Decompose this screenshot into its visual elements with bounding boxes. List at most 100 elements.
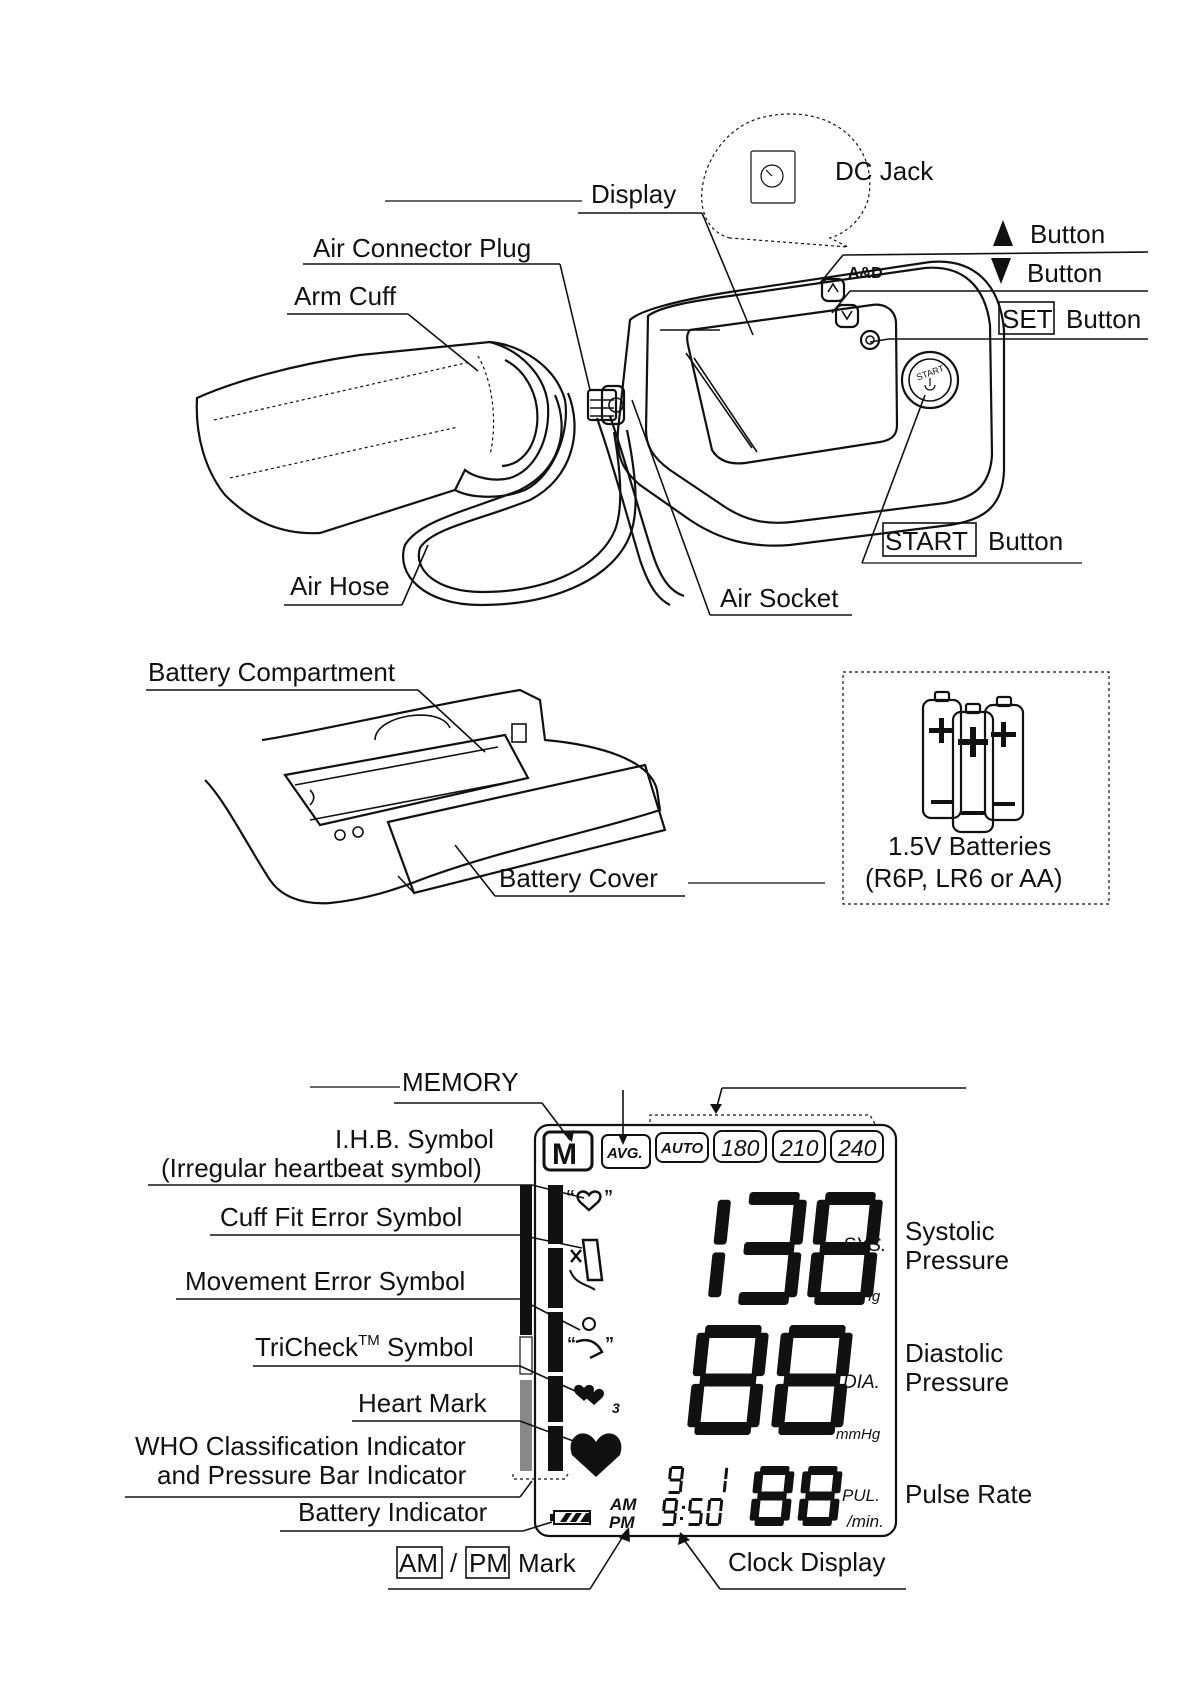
who-label-2: and Pressure Bar Indicator	[157, 1460, 467, 1490]
digit-0	[705, 1498, 724, 1526]
segment-c	[678, 1480, 683, 1493]
heart-mark-label: Heart Mark	[358, 1388, 488, 1418]
segment-b	[783, 1471, 795, 1494]
segment-g	[757, 1491, 787, 1501]
digit-8	[807, 1192, 883, 1305]
segment-b	[865, 1199, 883, 1245]
segment-e	[687, 1383, 705, 1428]
batteries-line2: (R6P, LR6 or AA)	[865, 863, 1063, 893]
air-connector-plug	[586, 384, 626, 426]
movement-error-icon: “ ”	[567, 1317, 614, 1360]
segment-c	[784, 1252, 802, 1298]
dia-label: DIA.	[843, 1372, 880, 1393]
segment-c	[828, 1498, 840, 1521]
diastolic-label-2: Pressure	[905, 1367, 1009, 1397]
dc-jack-label: DC Jack	[835, 156, 934, 186]
segment-e	[797, 1498, 809, 1521]
diastolic-label-1: Diastolic	[905, 1338, 1003, 1368]
segment-f	[752, 1471, 764, 1494]
colon-dot	[682, 1505, 685, 1509]
segment-b	[835, 1332, 853, 1377]
cuff-fit-error-icon	[569, 1238, 604, 1291]
ihb-label-1: I.H.B. Symbol	[335, 1124, 494, 1154]
arm-cuff-label: Arm Cuff	[294, 281, 397, 311]
segment-a	[748, 1192, 800, 1205]
segment-a	[788, 1325, 846, 1338]
sys-label: SYS.	[843, 1235, 886, 1256]
segment-d	[707, 1523, 719, 1526]
segment-g	[743, 1242, 795, 1255]
ihb-label-2: (Irregular heartbeat symbol)	[161, 1153, 482, 1183]
diastolic-digits	[687, 1325, 853, 1435]
battery-cell-icon	[951, 702, 995, 834]
segment-d	[778, 1422, 836, 1435]
digit-8	[749, 1466, 795, 1526]
segment-f	[707, 1499, 712, 1512]
segment-d	[814, 1292, 866, 1305]
segment-d	[738, 1292, 790, 1305]
systolic-label-1: Systolic	[905, 1216, 995, 1246]
digit-9	[662, 1498, 679, 1526]
segment-g	[783, 1373, 841, 1387]
memory-label: MEMORY	[402, 1067, 519, 1097]
air-hose-label: Air Hose	[290, 571, 390, 601]
monitor-body: A&D START	[616, 260, 1006, 547]
systolic-label-2: Pressure	[905, 1245, 1009, 1275]
start-button-label: Button	[988, 526, 1063, 556]
up-button-label: Button	[1030, 219, 1105, 249]
segment-b	[724, 1467, 729, 1480]
battery-cell-icon	[983, 695, 1025, 822]
pressure-bar-indicator	[548, 1185, 563, 1471]
avg-indicator: AVG.	[601, 1134, 651, 1169]
segment-a	[671, 1466, 683, 1469]
am-pm-slash: /	[450, 1548, 458, 1578]
segment-g	[805, 1491, 835, 1501]
digit-3	[738, 1192, 807, 1305]
svg-text:“: “	[567, 1334, 576, 1354]
heart-mark-icon	[570, 1433, 622, 1477]
segment-c	[708, 1252, 726, 1298]
am-key-label: AM	[399, 1548, 438, 1578]
dc-jack-callout	[701, 113, 871, 248]
set-button-label: Button	[1066, 304, 1141, 334]
preset-180-text: 180	[721, 1135, 760, 1161]
segment-e	[807, 1252, 825, 1298]
segment-b	[831, 1471, 843, 1494]
segment-b	[713, 1199, 731, 1245]
segment-a	[691, 1498, 703, 1501]
segment-d	[688, 1523, 700, 1526]
pul-unit: /min.	[846, 1512, 884, 1531]
up-triangle-icon	[993, 220, 1013, 246]
segment-f	[688, 1499, 693, 1512]
segment-b	[680, 1467, 685, 1480]
battery-icon	[550, 1510, 591, 1525]
air-socket-label: Air Socket	[720, 583, 839, 613]
who-label-1: WHO Classification Indicator	[135, 1431, 466, 1461]
segment-d	[802, 1517, 833, 1526]
lcd-frame	[533, 1123, 898, 1538]
digit-5	[688, 1498, 703, 1526]
tricheck-count: 3	[612, 1400, 620, 1416]
dia-unit: mmHg	[836, 1426, 881, 1443]
tricheck-label: TriCheckTM Symbol	[255, 1332, 474, 1362]
digit-1	[708, 1199, 731, 1298]
battery-cell-icon	[921, 690, 963, 820]
tricheck-icon: 3	[574, 1384, 620, 1416]
battery-compartment-label: Battery Compartment	[148, 657, 396, 687]
sys-unit: mmHg	[836, 1288, 881, 1305]
digit-8	[687, 1325, 769, 1435]
battery-compartment-illustration	[204, 688, 667, 905]
segment-e	[705, 1512, 710, 1525]
down-triangle-icon	[991, 258, 1011, 284]
memory-icon-text: M	[552, 1138, 577, 1171]
segment-b	[789, 1199, 807, 1245]
digit-9	[668, 1466, 685, 1494]
segment-g	[819, 1242, 871, 1255]
air-connector-plug-label: Air Connector Plug	[313, 233, 531, 263]
segment-b	[719, 1499, 724, 1512]
set-key-label: SET	[1002, 304, 1053, 334]
segment-f	[812, 1199, 830, 1245]
lcd-pm: PM	[609, 1513, 635, 1532]
digit-8	[771, 1325, 853, 1435]
battery-cover-label: Battery Cover	[499, 863, 658, 893]
